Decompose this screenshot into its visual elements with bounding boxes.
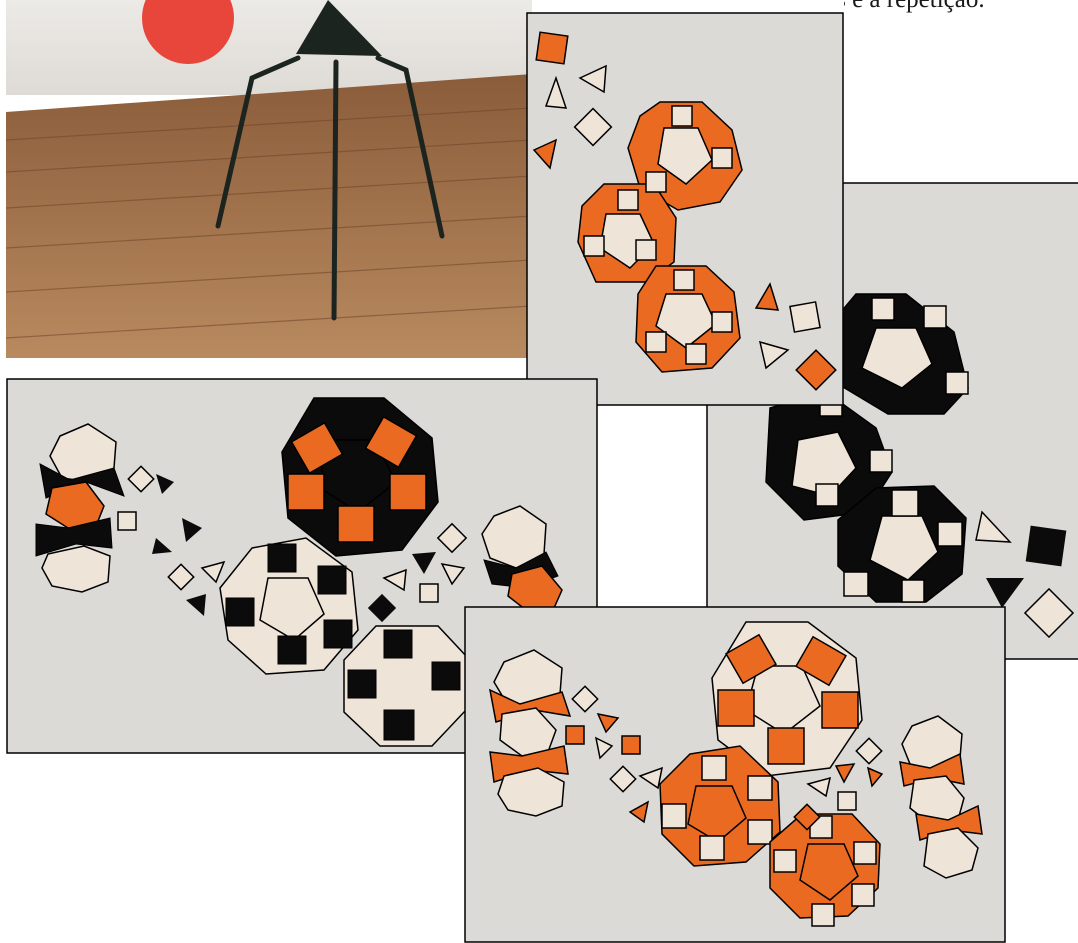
sculpture-photo — [6, 0, 532, 358]
tiling-panel-orange-large — [464, 606, 1006, 943]
tiling-panel-orange-small — [526, 12, 844, 406]
